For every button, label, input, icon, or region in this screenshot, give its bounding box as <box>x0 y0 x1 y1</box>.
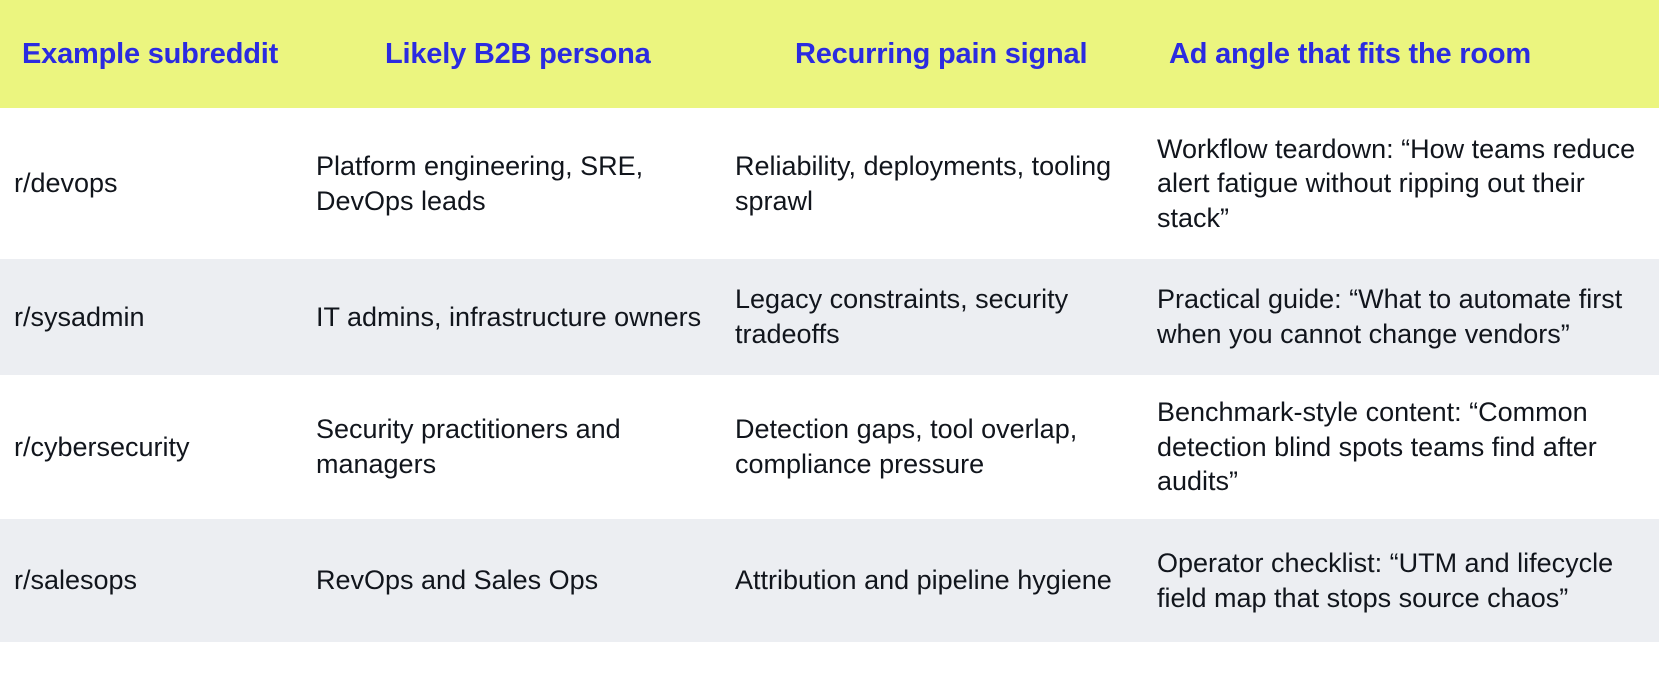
cell-pain-signal: Legacy constraints, security tradeoffs <box>735 284 1069 349</box>
cell-subreddit: r/devops <box>14 168 118 199</box>
subreddit-ad-angle-table: Example subreddit Likely B2B persona Rec… <box>0 0 1659 642</box>
column-header-ad-angle: Ad angle that fits the room <box>1169 37 1531 70</box>
table-header-row: Example subreddit Likely B2B persona Rec… <box>0 0 1659 108</box>
cell-pain-signal: Reliability, deployments, tooling sprawl <box>735 150 1112 216</box>
cell-subreddit: r/sysadmin <box>14 301 145 332</box>
table-row: r/cybersecurity Security practitioners a… <box>0 375 1659 518</box>
table-row: r/devops Platform engineering, SRE, DevO… <box>0 108 1659 258</box>
cell-persona: RevOps and Sales Ops <box>316 565 599 596</box>
cell-persona: Security practitioners and managers <box>316 414 621 479</box>
cell-ad-angle: Practical guide: “What to automate first… <box>1157 284 1623 349</box>
cell-subreddit: r/cybersecurity <box>14 431 190 462</box>
cell-pain-signal: Attribution and pipeline hygiene <box>735 565 1112 596</box>
column-header-likely-b2b-persona: Likely B2B persona <box>385 37 651 70</box>
table-row: r/sysadmin IT admins, infrastructure own… <box>0 258 1659 375</box>
cell-persona: Platform engineering, SRE, DevOps leads <box>316 150 644 216</box>
cell-subreddit: r/salesops <box>14 565 138 596</box>
cell-persona: IT admins, infrastructure owners <box>316 301 702 332</box>
cell-ad-angle: Workflow teardown: “How teams reduce ale… <box>1157 133 1636 233</box>
cell-ad-angle: Benchmark-style content: “Common detecti… <box>1157 397 1597 497</box>
table-row: r/salesops RevOps and Sales Ops Attribut… <box>0 518 1659 642</box>
column-header-recurring-pain-signal: Recurring pain signal <box>795 37 1088 70</box>
cell-ad-angle: Operator checklist: “UTM and lifecycle f… <box>1157 547 1614 613</box>
cell-pain-signal: Detection gaps, tool overlap, compliance… <box>735 414 1078 479</box>
column-header-example-subreddit: Example subreddit <box>22 37 279 70</box>
